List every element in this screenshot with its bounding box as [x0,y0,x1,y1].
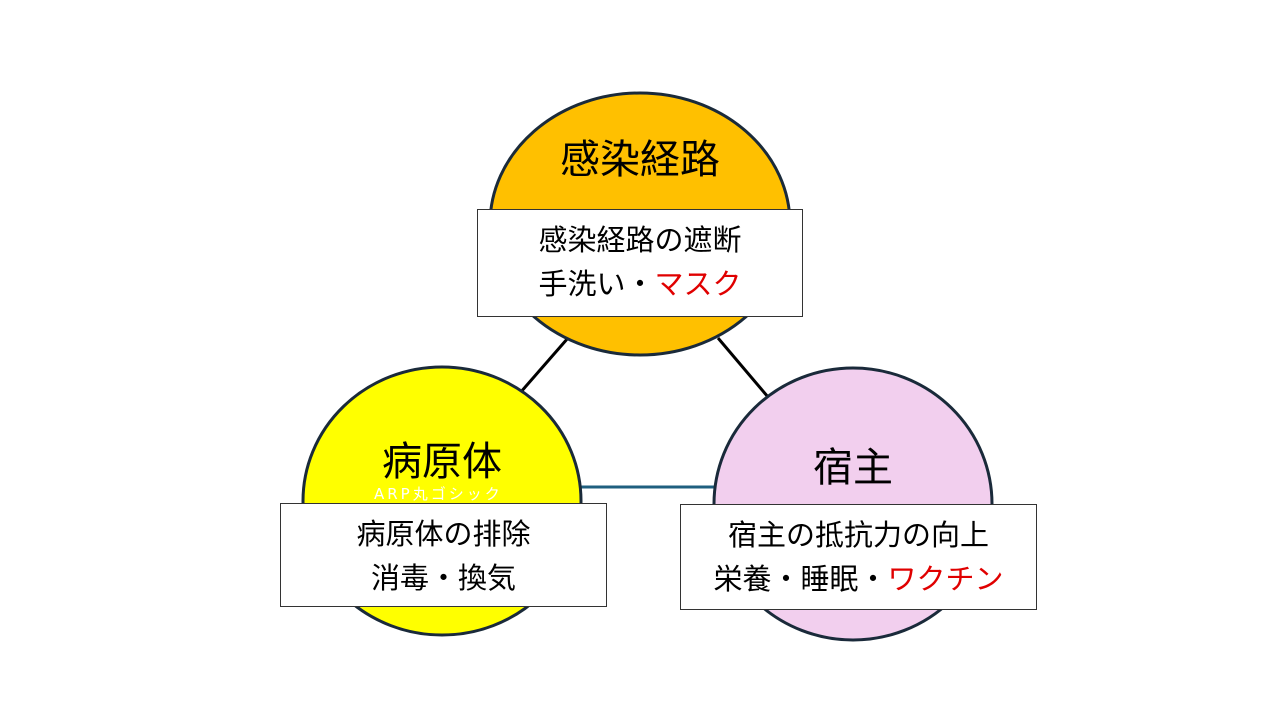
title-pathogen: 病原体 [382,439,502,485]
highlight-text: ワクチン [887,562,1004,596]
text-line: 宿主の抵抗力の向上 [727,518,989,552]
title-transmission-route: 感染経路 [560,137,720,183]
box-transmission-route: 感染経路の遮断 手洗い・マスク [477,209,803,317]
connector-top-left [518,337,570,394]
text-line: 手洗い・マスク [478,262,802,306]
text-line: 感染経路の遮断 [538,223,742,257]
text-line: 病原体の排除 [356,517,531,551]
text: 手洗い・ [538,267,655,301]
text-line: 消毒・換気 [370,561,516,595]
text: 栄養・睡眠・ [713,562,888,596]
connector-top-right [716,337,770,398]
highlight-text: マスク [654,267,742,301]
title-host: 宿主 [813,445,893,491]
text-line: 栄養・睡眠・ワクチン [681,557,1036,601]
box-pathogen: 病原体の排除 消毒・換気 [280,503,607,607]
box-host: 宿主の抵抗力の向上 栄養・睡眠・ワクチン [680,504,1037,610]
font-watermark: ARP丸ゴシック [374,485,503,503]
